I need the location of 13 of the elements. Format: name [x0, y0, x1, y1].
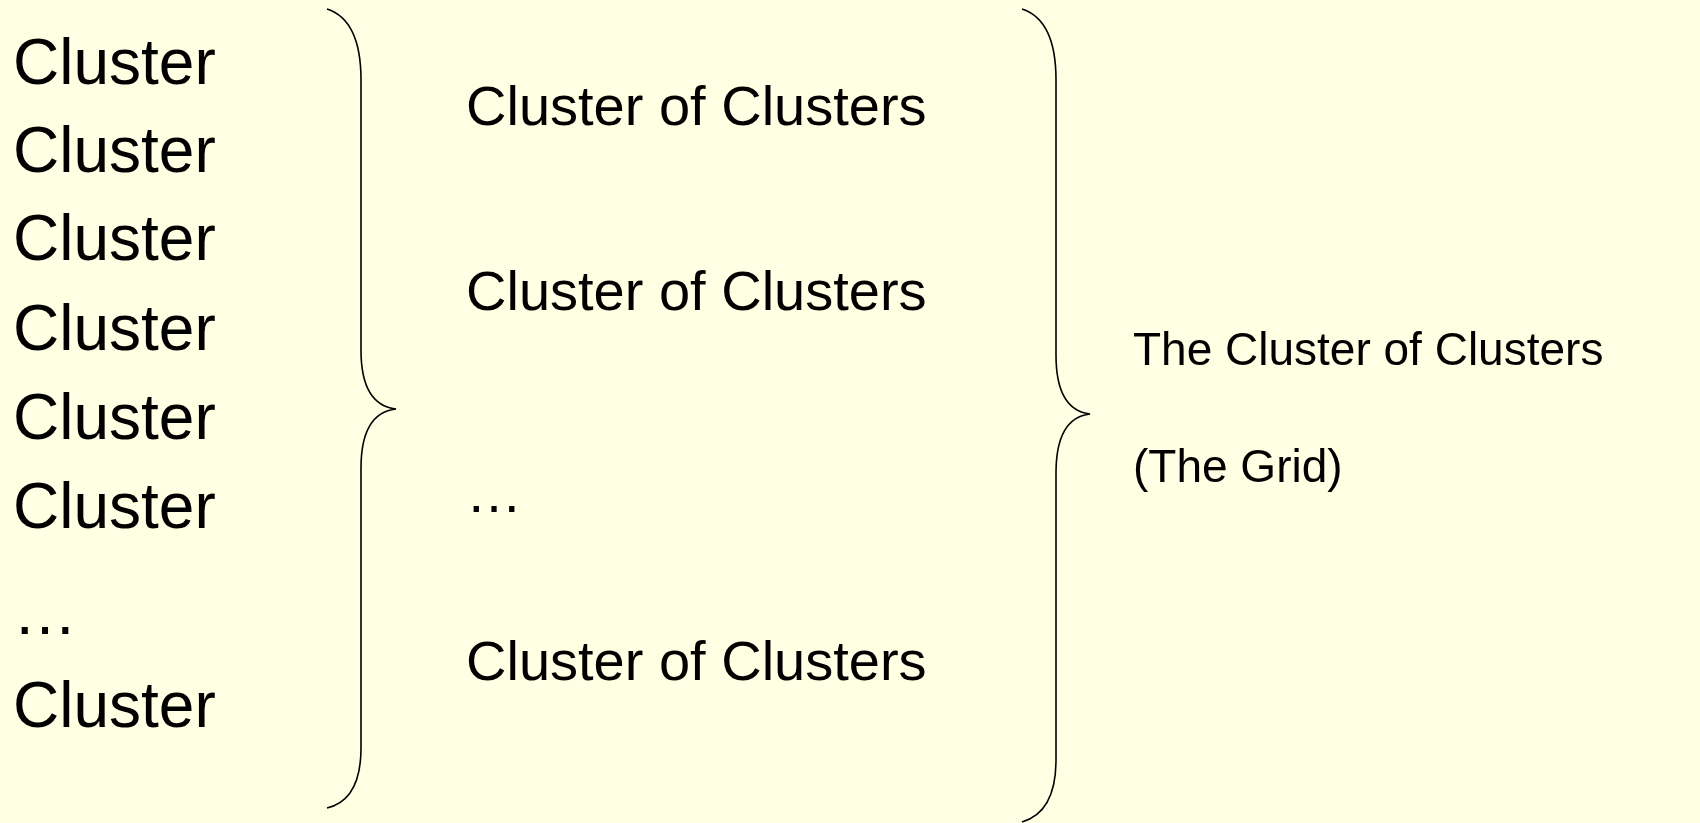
label-text: Cluster: [13, 385, 216, 449]
label-text: Cluster: [13, 206, 216, 270]
label-text: Cluster: [13, 30, 216, 94]
label-text: Cluster: [13, 296, 216, 360]
label-text: Cluster: [13, 118, 216, 182]
label-text: Cluster of Clusters: [466, 633, 927, 689]
label-text: Cluster: [13, 474, 216, 538]
label-text: Cluster: [13, 673, 216, 737]
label-text: The Cluster of Clusters: [1133, 326, 1604, 372]
label-text: …: [466, 465, 522, 521]
label-text: Cluster of Clusters: [466, 263, 927, 319]
label-text: …: [13, 580, 77, 644]
label-text: Cluster of Clusters: [466, 78, 927, 134]
